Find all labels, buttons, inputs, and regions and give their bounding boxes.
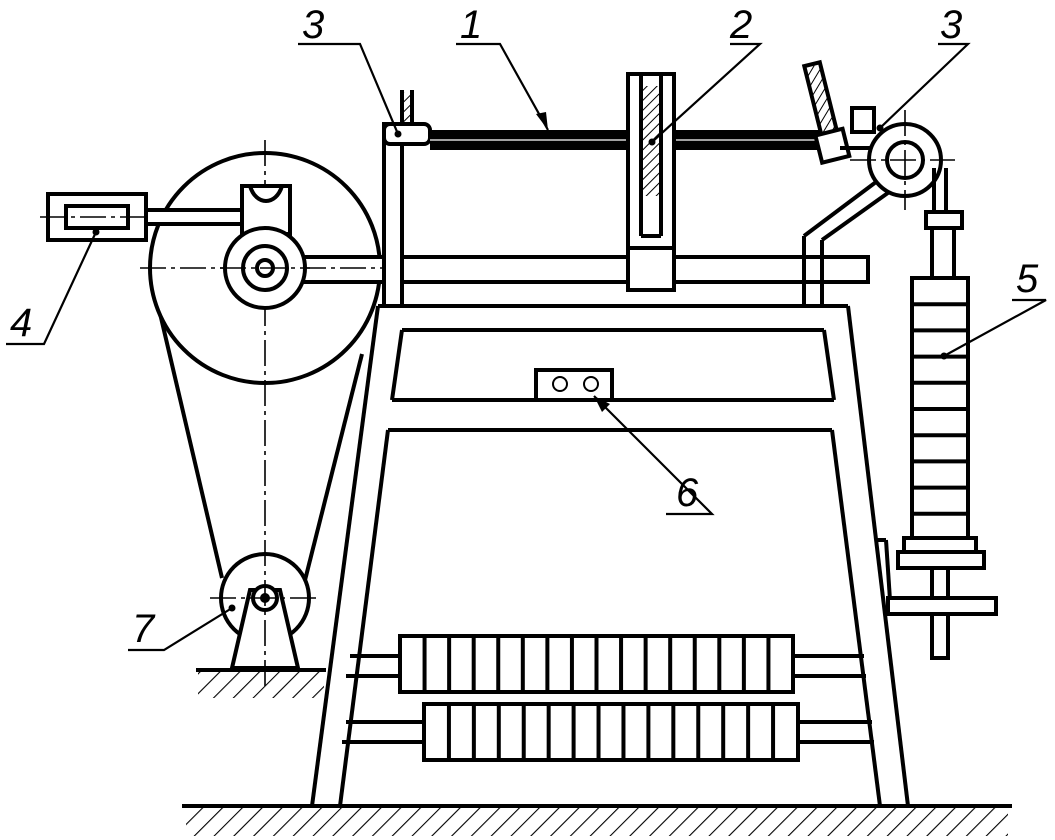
right-clamp bbox=[801, 59, 876, 166]
label-2: 2 bbox=[729, 3, 752, 47]
floor-ground bbox=[182, 804, 1012, 836]
label-6: 6 bbox=[676, 471, 699, 515]
label-7: 7 bbox=[132, 607, 156, 651]
label-4: 4 bbox=[10, 301, 32, 345]
drive-belt bbox=[153, 291, 364, 601]
pulley-hub bbox=[220, 226, 310, 310]
motor-ground bbox=[196, 668, 326, 698]
weight-support bbox=[876, 538, 998, 616]
label-3-right: 3 bbox=[940, 3, 962, 47]
leader-lines bbox=[6, 42, 1047, 652]
label-5: 5 bbox=[1016, 257, 1039, 301]
machine-frame bbox=[310, 304, 910, 807]
label-3-left: 3 bbox=[302, 3, 324, 47]
roller-lower bbox=[422, 702, 800, 762]
weight-stack bbox=[896, 168, 986, 660]
weight-pulley bbox=[850, 110, 955, 210]
counter-bracket bbox=[534, 368, 614, 402]
load-holder bbox=[626, 72, 676, 292]
label-1: 1 bbox=[460, 3, 482, 47]
leader-arrows bbox=[92, 112, 948, 612]
roller-upper bbox=[398, 634, 795, 694]
